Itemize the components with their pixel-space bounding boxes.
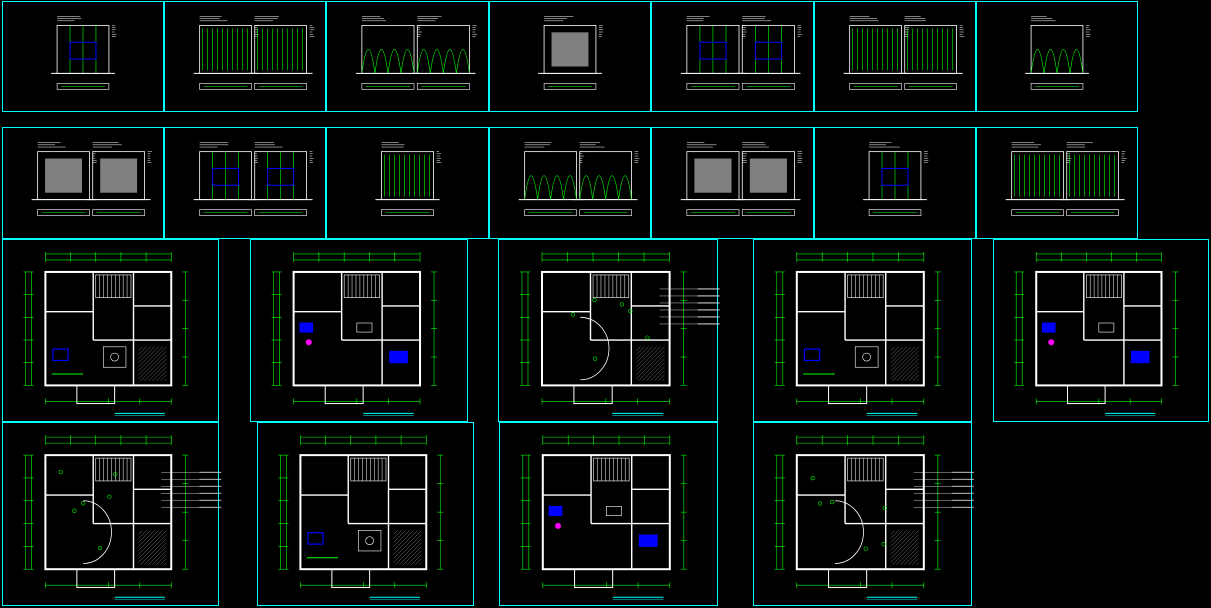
floor-plan-sheet-1-2: [250, 239, 468, 422]
elevation-sheet-1-2: [164, 1, 326, 112]
floor-plan-sheet-1-1: [2, 239, 219, 422]
elevation-sheet-1-4: [489, 1, 651, 112]
elevation-sheet-1-7: [976, 1, 1138, 112]
elevation-sheet-1-1: [2, 1, 164, 112]
elevation-sheet-2-2: [164, 127, 326, 239]
floor-plan-sheet-1-3: [498, 239, 720, 422]
elevation-sheet-2-3: [326, 127, 489, 239]
floor-plan-sheet-2-2: [257, 422, 474, 606]
floor-plan-sheet-2-1: [2, 422, 222, 606]
floor-plan-sheet-2-4: [753, 422, 974, 606]
elevation-sheet-2-4: [489, 127, 651, 239]
elevation-sheet-2-7: [976, 127, 1138, 239]
floor-plan-sheet-2-3: [499, 422, 718, 606]
elevation-sheet-2-1: [2, 127, 164, 239]
elevation-sheet-1-5: [651, 1, 814, 112]
floor-plan-sheet-1-5: [993, 239, 1209, 422]
floor-plan-sheet-1-4: [753, 239, 972, 422]
elevation-sheet-1-6: [814, 1, 976, 112]
elevation-sheet-1-3: [326, 1, 489, 112]
elevation-sheet-2-6: [814, 127, 976, 239]
elevation-sheet-2-5: [651, 127, 814, 239]
